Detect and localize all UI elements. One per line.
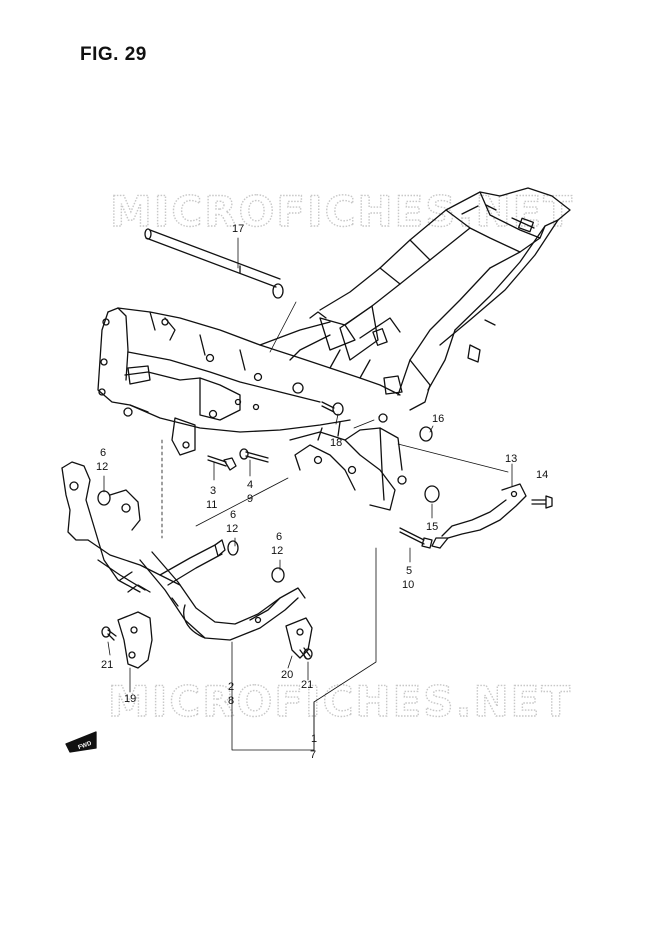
callout-labels: 17 16 18 6 12 3 11 4 9 6 12 6 12 13 14 1… [96,223,548,761]
callout-12a: 12 [96,461,108,473]
callout-12b: 12 [226,523,238,535]
callout-5: 5 [406,565,412,577]
callout-13: 13 [505,453,517,465]
callout-10: 10 [402,579,414,591]
callout-16: 16 [432,413,444,425]
callout-1: 1 [311,733,317,745]
callout-19: 19 [124,693,136,705]
callout-18: 18 [330,437,342,449]
callout-6a: 6 [100,447,106,459]
main-frame [97,187,571,511]
part-2-8-lower-frame [61,461,306,641]
callout-6b: 6 [230,509,236,521]
callout-3: 3 [210,485,216,497]
bolts [97,401,553,660]
callout-11: 11 [206,499,217,511]
callout-21b: 21 [301,679,313,691]
callout-15: 15 [426,521,438,533]
callout-4: 4 [247,479,253,491]
leader-lines [103,237,539,751]
part-20-bracket [285,617,313,659]
callout-8: 8 [228,695,234,707]
fwd-label: FWD [78,741,94,752]
callout-9: 9 [247,493,253,505]
callout-14: 14 [536,469,548,481]
part-19-bracket [117,611,153,669]
callout-7: 7 [310,749,316,761]
watermark-bottom: MICROFICHES.NET [108,677,572,726]
callout-2: 2 [228,681,234,693]
callout-17: 17 [232,223,244,235]
part-13-bracket [431,483,527,549]
fwd-arrow-icon [65,731,97,753]
figure-title: FIG. 29 [80,44,147,65]
callout-20: 20 [281,669,293,681]
callout-12c: 12 [271,545,283,557]
callout-6c: 6 [276,531,282,543]
part-17-tube [144,228,284,299]
callout-21a: 21 [101,659,113,671]
